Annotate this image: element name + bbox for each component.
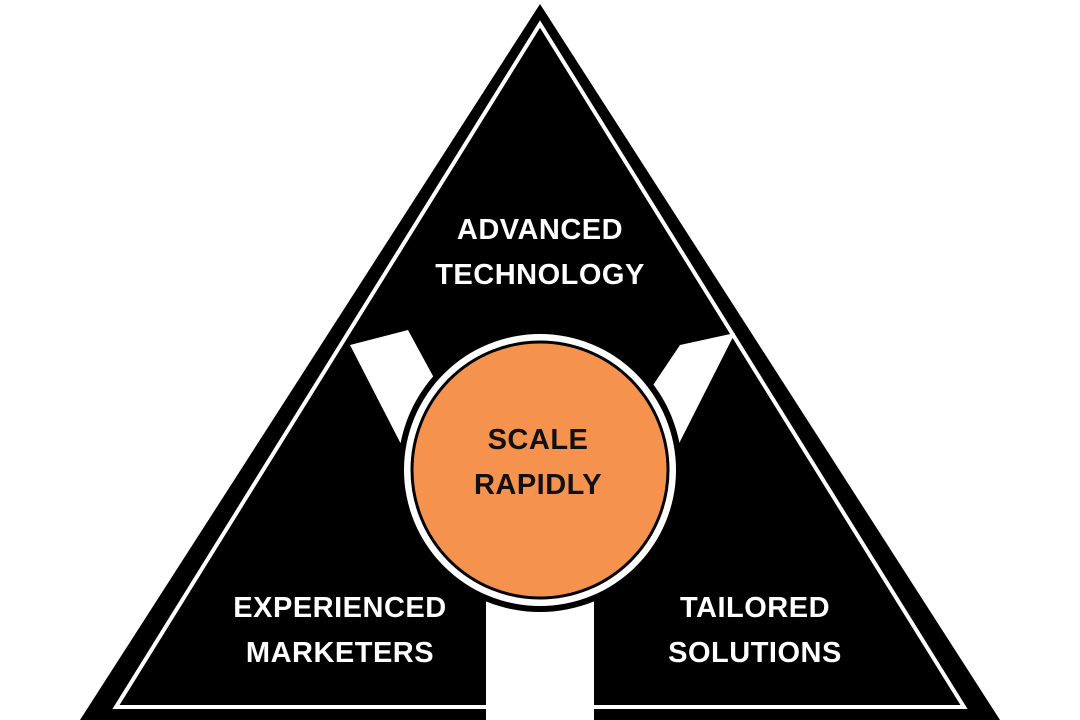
segment-top: ADVANCED TECHNOLOGY (435, 214, 645, 291)
center-label: SCALE RAPIDLY (474, 424, 602, 501)
segment-right: TAILORED SOLUTIONS (668, 592, 842, 669)
segment-right-line2: SOLUTIONS (668, 637, 842, 669)
center-label-line2: RAPIDLY (474, 469, 602, 501)
center-circle (410, 340, 670, 600)
segment-top-line2: TECHNOLOGY (435, 259, 645, 291)
segment-right-line1: TAILORED (680, 592, 830, 624)
segment-left-line2: MARKETERS (246, 637, 434, 669)
triangle-inner-outline (112, 20, 968, 709)
center-label-line1: SCALE (488, 424, 589, 456)
segment-left: EXPERIENCED MARKETERS (233, 592, 446, 669)
segment-left-line1: EXPERIENCED (233, 592, 446, 624)
segment-top-line1: ADVANCED (457, 214, 623, 246)
